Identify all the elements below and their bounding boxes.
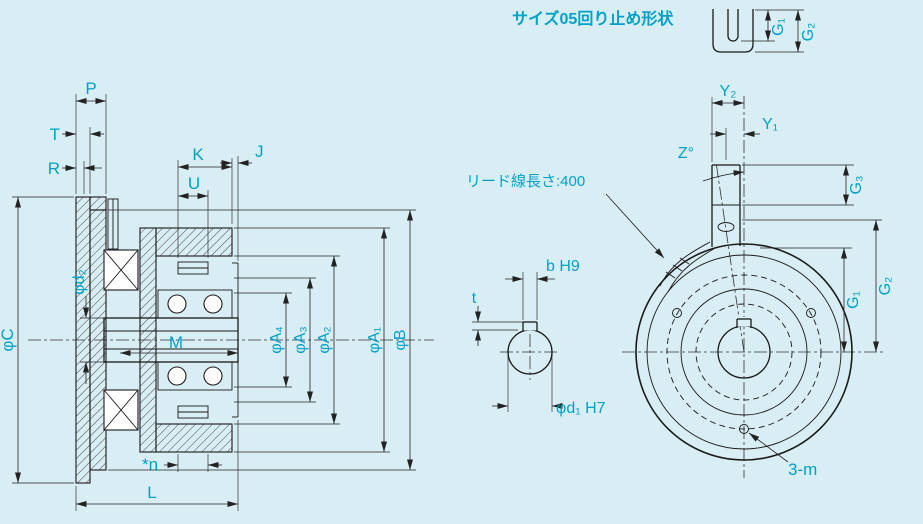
section-view: [28, 196, 434, 484]
dim-label-l: L: [147, 483, 156, 502]
lead-wire-note: リード線長さ:400: [466, 173, 665, 259]
terminal-block: [711, 164, 741, 247]
front-view-dimensions: Y₂ Y₁ Z° G₃ G₁ G₂ 3-m: [678, 83, 894, 479]
dim-label-k: K: [192, 145, 204, 164]
shaft-section-view: b H9 t φd₁ H7: [472, 258, 606, 417]
rotor-rim-bottom: [155, 423, 233, 453]
dim-label-j: J: [255, 142, 264, 161]
rotor-rim-top: [155, 227, 233, 257]
coil-section-bottom: [103, 389, 139, 431]
dim-label-phi-d1: φd₁ H7: [556, 400, 606, 417]
shaft-keyway: [522, 321, 538, 331]
dim-label-r: R: [48, 159, 60, 178]
dim-label-g3: G₃: [848, 176, 865, 195]
dim-label-p: P: [85, 79, 96, 98]
dim-label-phi-d2: φd₂: [71, 269, 88, 294]
dim-label-keyway-t: t: [472, 290, 477, 307]
bolt-circle: [666, 274, 822, 430]
bolt-hole-left: [672, 308, 682, 318]
dim-label-b: b H9: [546, 258, 580, 275]
detail-title: サイズ05回り止め形状: [512, 9, 674, 28]
front-view: [622, 96, 884, 478]
dim-label-phi-c: φC: [0, 328, 17, 351]
bolt-hole-right: [806, 308, 816, 318]
lead-wire-leader: [605, 193, 665, 259]
dim-label-y2: Y₂: [720, 83, 737, 100]
bearing-bottom: [157, 361, 233, 391]
outer-circle: [635, 243, 853, 461]
lead-wire-label: リード線長さ:400: [466, 173, 585, 190]
rotation-stop-detail: サイズ05回り止め形状 G₁ G₂: [512, 9, 817, 53]
inner-dashed-circle: [695, 303, 793, 401]
dim-label-phi-a1: φA₁: [366, 327, 383, 353]
dim-label-u: U: [188, 174, 200, 193]
dim-label-y1: Y₁: [762, 116, 778, 133]
lead-wires: [659, 241, 718, 293]
detail-dim-label-g2: G₂: [800, 23, 817, 42]
dim-label-m: M: [169, 333, 183, 352]
dim-label-3m: 3-m: [788, 460, 817, 479]
rim-bolt-top: [177, 261, 209, 275]
section-view-dimensions: φC φd₂ P T R K U J: [0, 79, 416, 511]
coil-section-top: [103, 249, 139, 291]
bore-keyway: [736, 317, 752, 328]
armature-disc: [139, 227, 157, 453]
detail-dim-label-g1: G₁: [770, 18, 787, 36]
dim-label-n: *n: [142, 455, 158, 474]
dim-label-phi-b: φB: [392, 329, 409, 350]
stator-cap: [89, 196, 107, 211]
bolt-hole-bottom: [739, 424, 749, 434]
dim-label-phi-a2: φA₂: [316, 326, 333, 353]
stator-plate-outer: [75, 196, 91, 484]
recess-circle: [680, 288, 808, 416]
bearing-top: [157, 289, 233, 319]
dim-label-phi-a3: φA₃: [292, 326, 309, 354]
rim-bolt-bottom: [177, 405, 209, 419]
hub-step-detail: [232, 262, 239, 418]
dim-label-g1: G₁: [845, 291, 862, 309]
flange-circle: [646, 254, 842, 450]
dim-label-phi-a4: φA₄: [268, 326, 285, 354]
dim-label-g2: G₂: [877, 277, 894, 296]
stop-slot: [727, 9, 739, 42]
dim-label-z: Z°: [678, 145, 694, 162]
stop-outline: [712, 9, 754, 53]
dim-label-t-left: T: [50, 125, 60, 144]
